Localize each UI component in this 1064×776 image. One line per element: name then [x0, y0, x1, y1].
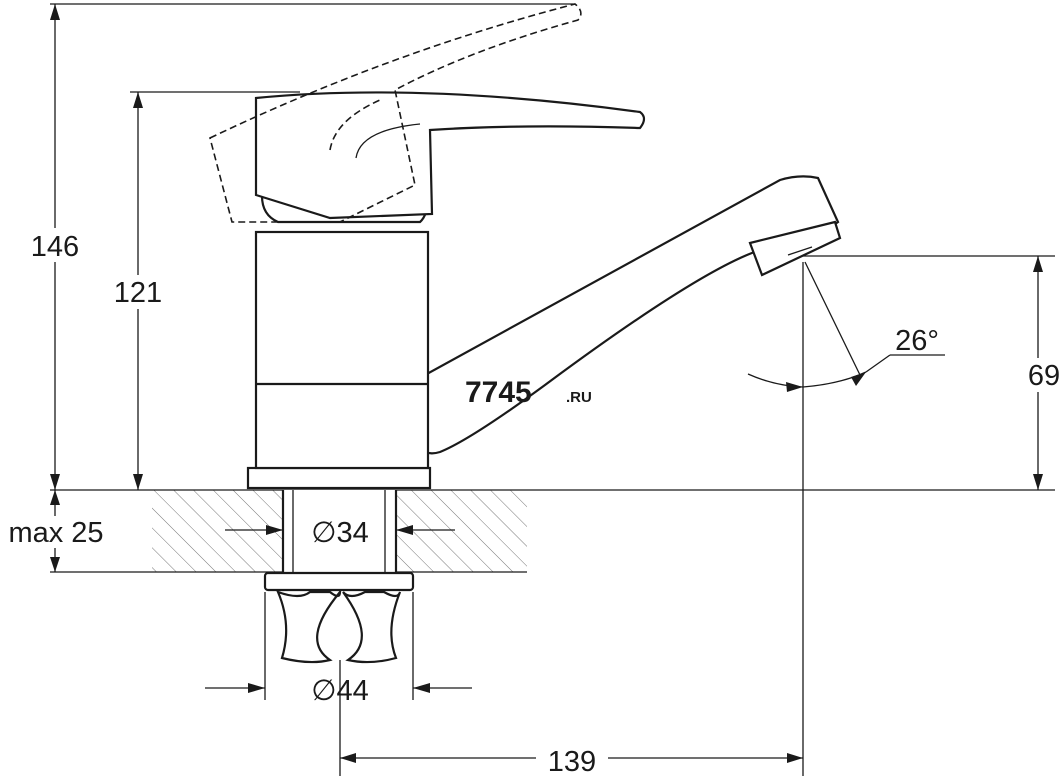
dimension-mount-thickness: max 25	[0, 490, 112, 572]
watermark: 7745 .RU	[465, 376, 592, 409]
dimension-121-label: 121	[114, 277, 162, 309]
lever-handle-raised	[209, 3, 582, 223]
dimension-26deg-label: 26°	[895, 325, 939, 357]
spout	[407, 175, 842, 455]
lever-handle	[254, 91, 646, 220]
watermark-suffix: .RU	[566, 389, 592, 406]
extension-lines	[50, 3, 1055, 776]
dimension-spout-height: 69	[1014, 256, 1064, 490]
mounting-shank	[281, 490, 398, 572]
dimension-d44-label: ∅44	[311, 675, 369, 707]
dimension-146-label: 146	[31, 231, 79, 263]
dimension-spout-angle: 26°	[747, 325, 945, 392]
base-flange	[246, 466, 432, 490]
dimension-d34-label: ∅34	[311, 517, 369, 549]
dimension-69-label: 69	[1028, 360, 1060, 392]
dimension-spout-reach: 139	[340, 742, 803, 776]
dimension-max25-label: max 25	[8, 517, 103, 549]
faucet-body	[254, 194, 430, 470]
dimension-139-label: 139	[548, 746, 596, 776]
watermark-main: 7745	[465, 376, 532, 409]
dimension-shank-diameter: ∅34	[225, 517, 455, 549]
dimension-nut-diameter: ∅44	[205, 675, 472, 707]
dimension-body-height: 121	[104, 92, 172, 490]
dimension-total-height: 146	[20, 4, 88, 490]
fixing-nut	[263, 571, 415, 664]
countertop-section	[50, 489, 1055, 573]
